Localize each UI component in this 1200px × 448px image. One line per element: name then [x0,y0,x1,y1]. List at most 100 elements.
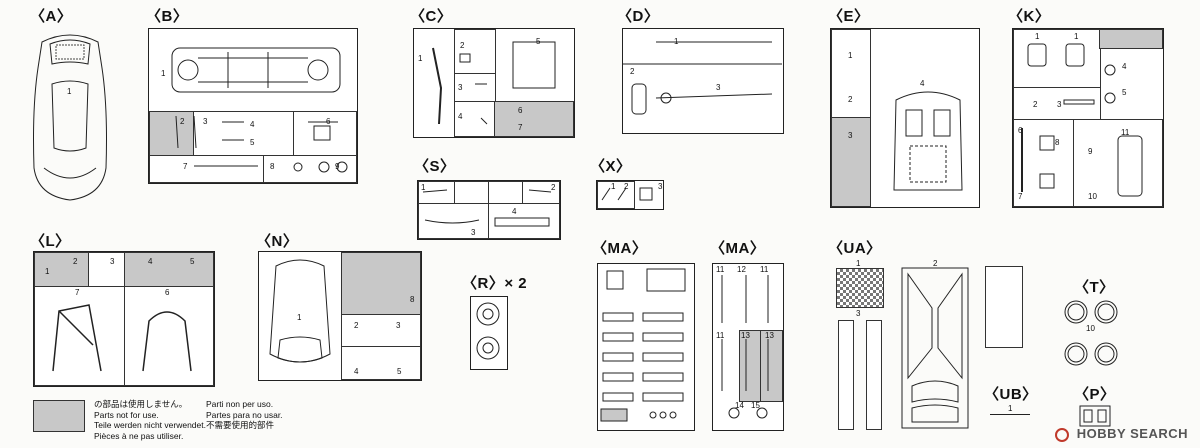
part-number: 3 [848,131,853,140]
part-number: 1 [611,182,616,191]
sprue-ma-2-frame [712,263,784,431]
part-number: 5 [250,138,255,147]
legend-col-2: Parti non per uso. Partes para no usar. … [206,399,283,431]
part-number: 11 [1121,128,1130,137]
sprue-k-cell [1099,29,1163,49]
legend-line: Parts not for use. [94,409,159,420]
part-number: 1 [1074,32,1079,41]
section-label-ua: 〈UA〉 [828,240,882,257]
part-number: 2 [180,117,185,126]
sprue-n-cell [341,252,421,316]
legend-col-1: の部品は使用しません。 Parts not for use. Teile wer… [94,399,206,441]
part-number: 2 [848,95,853,104]
section-label-ma-1: 〈MA〉 [592,240,648,257]
part-number: 6 [165,288,170,297]
part-number: 2 [1033,100,1038,109]
sprue-x-parts-drawing [601,187,653,201]
part-number: 6 [1018,126,1023,135]
ua-part-sheet [985,266,1023,348]
part-number: 11 [716,265,725,274]
part-number: 1 [297,313,302,322]
section-label-ub: 〈UB〉 [984,386,1038,403]
part-number: 5 [397,367,402,376]
sprue-c-cell [454,29,496,75]
ua-part-2-windows-drawing [901,267,969,429]
part-number: 3 [458,83,463,92]
part-number: 1 [161,69,166,78]
section-label-p: 〈P〉 [1074,386,1116,403]
section-label-c: 〈C〉 [410,8,453,25]
part-number: 4 [458,112,463,121]
part-number: 2 [933,259,938,268]
sprue-s-cell [488,203,560,239]
section-label-r: 〈R〉× 2 [462,275,528,292]
sprue-e-interior-drawing [893,91,963,191]
sprue-b-cell [149,155,265,183]
sprue-k-cell [1013,119,1075,207]
sprue-l-cell [34,286,126,386]
section-label-k: 〈K〉 [1008,8,1051,25]
part-number: 4 [250,120,255,129]
sprue-x-cell [597,181,635,209]
section-label-n: 〈N〉 [256,233,299,250]
sprue-a-body-drawing [33,34,107,201]
sprue-e-cell [831,117,871,207]
sprue-n-body-drawing [269,259,331,363]
watermark-text: HOBBY SEARCH [1076,426,1188,442]
watermark: HOBBY SEARCH [1054,426,1188,442]
sprue-b-chassis-drawing [171,47,341,93]
sprue-n-cell [341,346,421,380]
part-number: 4 [1122,62,1127,71]
sprue-t-rings-drawing [1064,300,1118,366]
part-number: 2 [630,67,635,76]
section-label-t: 〈T〉 [1074,279,1115,296]
sprue-x-frame [596,180,664,210]
section-label-x: 〈X〉 [590,158,632,175]
sprue-l-rollcage-drawing [52,304,192,372]
part-number: 1 [1008,404,1013,413]
sprue-n-frame [258,251,422,381]
sprue-s-frame [417,180,561,240]
part-number: 1 [421,183,426,192]
part-number: 5 [190,257,195,266]
sprue-c-cell [494,101,574,137]
part-number: 2 [624,182,629,191]
section-label-d: 〈D〉 [617,8,660,25]
sprue-s-cell [488,181,524,205]
part-number: 4 [354,367,359,376]
section-label-b: 〈B〉 [146,8,189,25]
part-number: 3 [396,321,401,330]
section-label-e: 〈E〉 [828,8,870,25]
part-number: 1 [674,37,679,46]
sprue-n-cell [341,314,421,348]
part-number: 4 [148,257,153,266]
part-number: 1 [1035,32,1040,41]
part-number: 15 [751,401,760,410]
part-number: 1 [67,87,72,96]
ua-part-3-strip [866,320,882,430]
part-number: 1 [45,267,50,276]
part-number: 5 [1122,88,1127,97]
section-label-l: 〈L〉 [30,233,71,250]
part-number: 5 [536,37,541,46]
legend-line: Partes para no usar. [206,409,283,420]
part-number: 10 [1086,324,1095,333]
legend-line: Parti non per uso. [206,399,274,409]
part-number: 3 [1057,100,1062,109]
sprue-l-cell [88,252,126,288]
sprue-ma-2-parts-drawing [721,275,769,419]
ua-part-3-strip [838,320,854,430]
part-number: 3 [203,117,208,126]
part-number: 2 [354,321,359,330]
legend-line: の部品は使用しません。 [94,399,188,409]
ub-part-line [990,414,1030,415]
part-number: 7 [183,162,188,171]
sprue-r-frame [470,296,508,370]
part-number: 8 [1055,138,1060,147]
sprue-c-parts-drawing [432,41,556,125]
section-label-ma-2: 〈MA〉 [710,240,766,257]
unused-parts-swatch [33,400,85,432]
part-number: 7 [518,123,523,132]
sprue-b-cell [263,155,357,183]
part-number: 3 [716,83,721,92]
